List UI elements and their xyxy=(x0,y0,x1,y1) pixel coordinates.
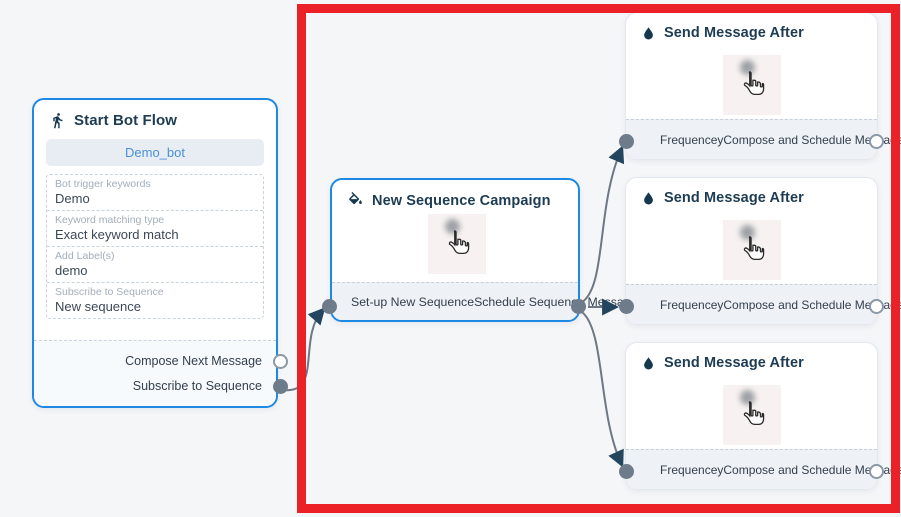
compose-and-schedule-action[interactable]: Compose and Schedule Message xyxy=(723,132,901,147)
edge-sequence-to-msg3 xyxy=(581,311,624,468)
field-value: Demo xyxy=(55,191,90,206)
node-send-message-after-1[interactable]: Send Message After Frequencey Compose an… xyxy=(625,12,901,160)
water-drop-icon xyxy=(644,356,653,369)
send-message-title: Send Message After xyxy=(664,355,804,371)
schedule-sequence-message-action[interactable]: Schedule Sequence Message xyxy=(474,294,638,309)
send-message-footer: Frequencey Compose and Schedule Message xyxy=(626,449,901,489)
water-drop-icon xyxy=(644,191,653,204)
water-drop-icon xyxy=(644,26,653,39)
subscribe-to-sequence-action[interactable]: Subscribe to Sequence xyxy=(132,379,262,393)
cursor-click-smudge xyxy=(740,390,755,405)
hand-cursor-icon xyxy=(723,55,781,115)
frequency-action[interactable]: Frequencey xyxy=(660,462,724,477)
field-label: Keyword matching type xyxy=(55,214,165,226)
compose-and-schedule-action[interactable]: Compose and Schedule Message xyxy=(723,297,901,312)
start-node-footer: Compose Next Message Subscribe to Sequen… xyxy=(34,340,276,406)
sequence-node-title: New Sequence Campaign xyxy=(372,192,551,209)
field-bot-trigger-keywords[interactable]: Bot trigger keywords Demo xyxy=(47,175,263,211)
field-label: Subscribe to Sequence xyxy=(55,286,164,298)
hand-cursor-icon xyxy=(723,220,781,280)
field-label: Add Label(s) xyxy=(55,250,115,262)
port-sequence-output[interactable] xyxy=(571,299,586,314)
frequency-action[interactable]: Frequencey xyxy=(660,132,724,147)
send-message-header: Send Message After xyxy=(626,343,877,377)
bot-name-button[interactable]: Demo_bot xyxy=(46,139,264,166)
port-msg1-input[interactable] xyxy=(619,134,634,149)
field-keyword-matching-type[interactable]: Keyword matching type Exact keyword matc… xyxy=(47,211,263,247)
node-send-message-after-2[interactable]: Send Message After Frequencey Compose an… xyxy=(625,177,901,325)
port-msg1-output[interactable] xyxy=(869,134,884,149)
field-label: Bot trigger keywords xyxy=(55,178,151,190)
compose-and-schedule-action[interactable]: Compose and Schedule Message xyxy=(723,462,901,477)
setup-new-sequence-action[interactable]: Set-up New Sequence xyxy=(351,294,475,309)
send-message-header: Send Message After xyxy=(626,13,877,47)
cursor-click-smudge xyxy=(445,219,460,234)
port-compose-next-message-output[interactable] xyxy=(273,354,288,369)
frequency-action[interactable]: Frequencey xyxy=(660,297,724,312)
port-msg2-output[interactable] xyxy=(869,299,884,314)
send-message-title: Send Message After xyxy=(664,25,804,41)
edge-sequence-to-msg1 xyxy=(580,145,625,304)
walking-person-icon xyxy=(53,113,63,129)
node-start-bot-flow[interactable]: Start Bot Flow Demo_bot Bot trigger keyw… xyxy=(32,98,278,408)
send-message-footer: Frequencey Compose and Schedule Message xyxy=(626,119,901,159)
port-subscribe-to-sequence-output[interactable] xyxy=(273,379,288,394)
field-value: New sequence xyxy=(55,299,141,314)
cursor-click-smudge xyxy=(740,60,755,75)
sequence-node-header: New Sequence Campaign xyxy=(332,180,578,215)
send-message-header: Send Message After xyxy=(626,178,877,212)
send-message-title: Send Message After xyxy=(664,190,804,206)
start-node-header: Start Bot Flow xyxy=(34,100,276,135)
port-msg3-input[interactable] xyxy=(619,464,634,479)
node-new-sequence-campaign[interactable]: New Sequence Campaign Set-up New Sequenc… xyxy=(330,178,637,322)
field-subscribe-to-sequence[interactable]: Subscribe to Sequence New sequence xyxy=(47,283,263,318)
port-sequence-input[interactable] xyxy=(322,299,337,314)
field-value: demo xyxy=(55,263,88,278)
port-msg2-input[interactable] xyxy=(619,299,634,314)
node-send-message-after-3[interactable]: Send Message After Frequencey Compose an… xyxy=(625,342,901,490)
cursor-click-smudge xyxy=(740,225,755,240)
paint-bucket-drop-icon xyxy=(349,192,362,205)
start-node-fields: Bot trigger keywords Demo Keyword matchi… xyxy=(46,174,264,319)
port-msg3-output[interactable] xyxy=(869,464,884,479)
sequence-node-footer: Set-up New Sequence Schedule Sequence Me… xyxy=(332,282,637,320)
compose-next-message-action[interactable]: Compose Next Message xyxy=(125,354,262,368)
hand-cursor-icon xyxy=(723,385,781,445)
hand-cursor-icon xyxy=(428,214,486,274)
edge-subscribe-to-sequence xyxy=(283,307,326,392)
start-node-title: Start Bot Flow xyxy=(74,112,178,129)
send-message-footer: Frequencey Compose and Schedule Message xyxy=(626,284,901,324)
field-add-labels[interactable]: Add Label(s) demo xyxy=(47,247,263,283)
field-value: Exact keyword match xyxy=(55,227,179,242)
